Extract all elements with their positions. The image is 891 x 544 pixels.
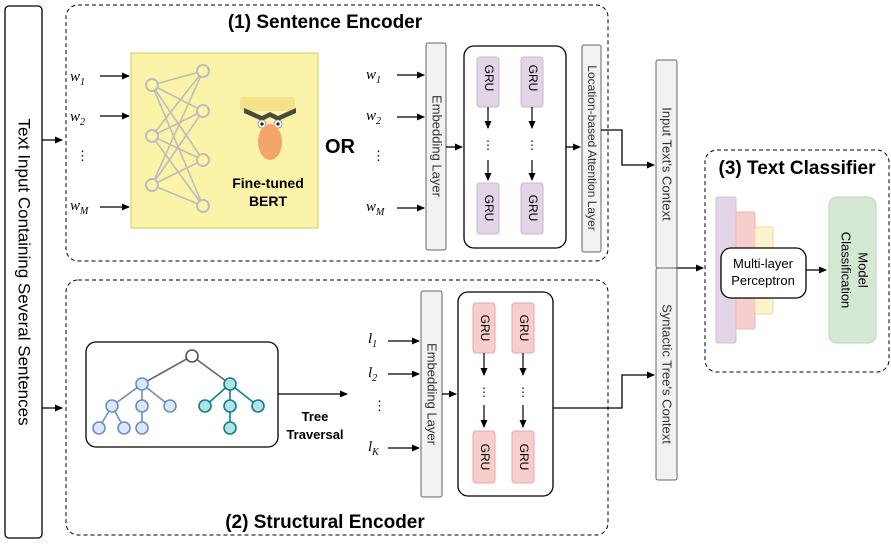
or-label: OR [325, 136, 356, 158]
arrow-attention-to-context [601, 129, 655, 169]
gru-inputs: w1 w2 ⋮ wM [366, 67, 425, 218]
gru-cell [476, 182, 500, 235]
structural-embedding-label: Embedding Layer [425, 343, 440, 446]
bert-inputs: w1 w2 ⋮ wM [70, 69, 130, 217]
tree-traversal-line2: Traversal [286, 427, 343, 442]
structural-input-dots: ⋮ [373, 398, 386, 413]
gru-dots: ⋮ [517, 385, 529, 399]
input-text-box [4, 5, 43, 539]
attention-layer [581, 44, 602, 253]
structural-gru-column-2: GRU ⋮ GRU [511, 302, 535, 484]
sentence-gru-column-1: GRU ⋮ GRU [476, 56, 500, 235]
syntax-tree-icon [92, 349, 265, 435]
mlp-label-line2: Perceptron [731, 273, 795, 288]
arrow-structural-to-context [553, 371, 655, 409]
text-context-label: Input Text's Context [660, 107, 675, 221]
mlp-label-line1: Multi-layer [733, 256, 794, 271]
gru-input-w1: w1 [366, 67, 381, 86]
bert-character-icon [240, 97, 296, 160]
gru-dots: ⋮ [526, 138, 538, 152]
bert-input-wm: wM [70, 198, 89, 217]
tree-traversal-line1: Tree [302, 409, 329, 424]
gru-cell-label: GRU [482, 65, 496, 92]
gru-cell [472, 430, 496, 484]
gru-cell-label: GRU [478, 444, 492, 471]
classification-model-line2: Model [856, 252, 871, 288]
gru-cell-label: GRU [482, 195, 496, 222]
structural-gru-block [457, 291, 554, 497]
gru-input-wm: wM [366, 199, 385, 218]
gru-input-dots: ⋮ [372, 148, 385, 163]
classification-model-box [828, 196, 877, 344]
structural-input-l1: l1 [368, 331, 377, 350]
bert-label-line1: Fine-tuned [232, 175, 304, 191]
gru-cell [520, 182, 544, 235]
gru-cell-label: GRU [517, 444, 531, 471]
tree-context-label: Syntactic Tree's Context [660, 304, 675, 444]
gru-input-w2: w2 [366, 108, 381, 127]
attention-label: Location-based Attention Layer [585, 65, 599, 230]
gru-dots: ⋮ [482, 138, 494, 152]
bert-input-w2: w2 [70, 109, 85, 128]
tree-context-box [655, 267, 678, 481]
neural-network-icon [145, 64, 210, 213]
bert-label-line2: BERT [249, 193, 288, 209]
bert-box [130, 52, 319, 229]
structural-encoder-title: (2) Structural Encoder [225, 512, 425, 533]
classification-model-line1: Classification [839, 232, 854, 309]
structural-inputs: l1 l2 ⋮ lK [368, 331, 420, 458]
structural-input-l2: l2 [368, 365, 377, 384]
gru-cell-label: GRU [526, 65, 540, 92]
gru-cell [511, 430, 535, 484]
syntax-tree-box [85, 341, 279, 448]
text-classifier-title: (3) Text Classifier [719, 158, 877, 179]
sentence-embedding-label: Embedding Layer [430, 95, 445, 198]
sentence-gru-column-2: GRU ⋮ GRU [520, 56, 544, 235]
gru-dots: ⋮ [478, 385, 490, 399]
sentence-encoder-group [65, 4, 609, 262]
structural-input-lk: lK [368, 439, 380, 458]
bert-input-dots: ⋮ [76, 148, 89, 163]
gru-cell-label: GRU [478, 315, 492, 342]
bert-input-w1: w1 [70, 69, 85, 88]
structural-gru-column-1: GRU ⋮ GRU [472, 302, 496, 484]
sentence-encoder-title: (1) Sentence Encoder [228, 12, 423, 33]
input-text-label: Text Input Containing Several Sentences [15, 118, 34, 425]
gru-cell-label: GRU [517, 315, 531, 342]
text-classifier-group [704, 149, 890, 373]
gru-cell-label: GRU [526, 195, 540, 222]
mlp-box [720, 247, 807, 299]
